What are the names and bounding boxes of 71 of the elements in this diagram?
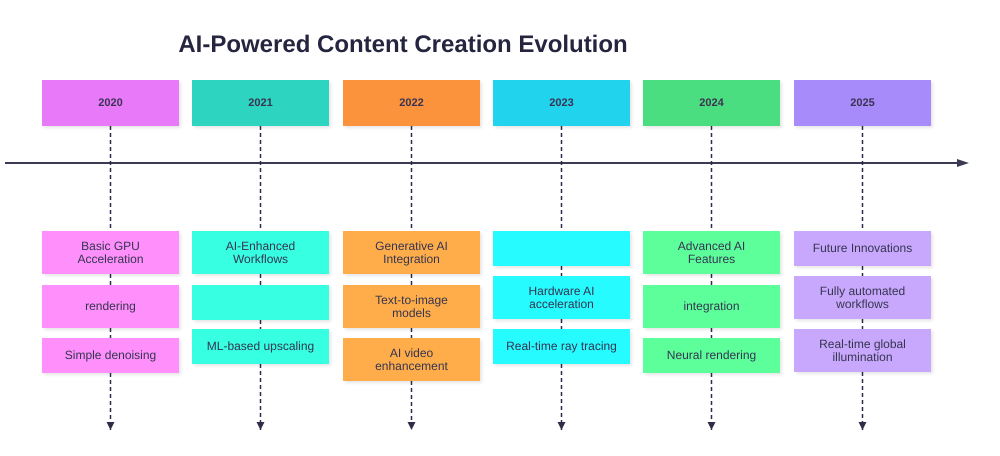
dashed-connector-line xyxy=(260,274,262,285)
dashed-connector-line xyxy=(410,328,412,338)
milestone-box xyxy=(643,285,780,328)
title: AI-Powered Content Creation Evolution xyxy=(178,31,628,59)
milestone-box xyxy=(42,285,179,328)
milestone-box xyxy=(192,231,329,274)
year-box xyxy=(343,80,480,126)
dashed-connector-line xyxy=(110,328,112,338)
milestone-box xyxy=(192,329,329,364)
year-label: 2020 xyxy=(98,96,123,110)
milestone-box xyxy=(42,231,179,274)
milestone-text: rendering xyxy=(85,300,136,313)
milestone-text: AI-Enhanced Workflows xyxy=(224,240,296,266)
milestone-text: Text-to-image models xyxy=(374,294,449,320)
milestone-text: AI video enhancement xyxy=(374,346,449,372)
dashed-arrow xyxy=(858,372,866,430)
milestone-text: Real-time global illumination xyxy=(818,338,907,364)
dashed-connector-line xyxy=(410,274,412,285)
dashed-arrow xyxy=(708,373,716,430)
milestone-text: Real-time ray tracing xyxy=(506,340,617,353)
year-box xyxy=(192,80,329,126)
milestone-text: integration xyxy=(683,300,740,313)
year-label: 2023 xyxy=(549,96,574,110)
dashed-arrow xyxy=(106,373,114,430)
year-box xyxy=(794,80,931,126)
milestone-box xyxy=(343,231,480,274)
milestone-box xyxy=(794,276,931,319)
year-label: 2024 xyxy=(699,96,724,110)
milestone-text: Generative AI Integration xyxy=(374,240,449,266)
dashed-arrow xyxy=(558,364,566,430)
milestone-text: Neural rendering xyxy=(666,349,756,362)
dashed-connector-line xyxy=(260,320,262,329)
year-box xyxy=(643,80,780,126)
milestone-text: ML-based upscaling xyxy=(206,340,314,353)
year-label: 2022 xyxy=(399,96,424,110)
dashed-connector-line xyxy=(560,126,562,231)
milestone-box xyxy=(643,338,780,373)
milestone-box xyxy=(343,285,480,328)
dashed-connector-line xyxy=(710,328,712,338)
milestone-box xyxy=(493,231,630,266)
dashed-arrow xyxy=(408,381,416,430)
year-label: 2021 xyxy=(248,96,273,110)
dashed-connector-line xyxy=(260,126,262,231)
dashed-connector-line xyxy=(410,126,412,231)
year-box xyxy=(42,80,179,126)
milestone-text: Simple denoising xyxy=(64,349,156,362)
milestone-text: Fully automated workflows xyxy=(818,284,906,310)
milestone-box xyxy=(794,231,931,266)
milestone-box xyxy=(643,231,780,274)
year-label: 2025 xyxy=(850,96,875,110)
dashed-connector-line xyxy=(710,274,712,285)
milestone-box xyxy=(493,329,630,364)
milestone-text: Hardware AI acceleration xyxy=(527,284,596,310)
dashed-connector-line xyxy=(862,319,864,329)
milestone-text: Future Innovations xyxy=(812,242,912,255)
dashed-connector-line xyxy=(560,319,562,329)
dashed-connector-line xyxy=(110,126,112,231)
dashed-connector-line xyxy=(862,266,864,276)
dashed-connector-line xyxy=(110,274,112,285)
milestone-box xyxy=(42,338,179,373)
milestone-text: Advanced AI Features xyxy=(676,240,746,266)
dashed-connector-line xyxy=(560,266,562,276)
milestone-text: Basic GPU Acceleration xyxy=(76,240,145,266)
milestone-box xyxy=(343,338,480,381)
milestone-box xyxy=(794,329,931,372)
milestone-box xyxy=(192,285,329,320)
dashed-arrow xyxy=(256,364,264,430)
dashed-connector-line xyxy=(862,126,864,231)
dashed-connector-line xyxy=(710,126,712,231)
milestone-box xyxy=(493,276,630,319)
year-box xyxy=(493,80,630,126)
